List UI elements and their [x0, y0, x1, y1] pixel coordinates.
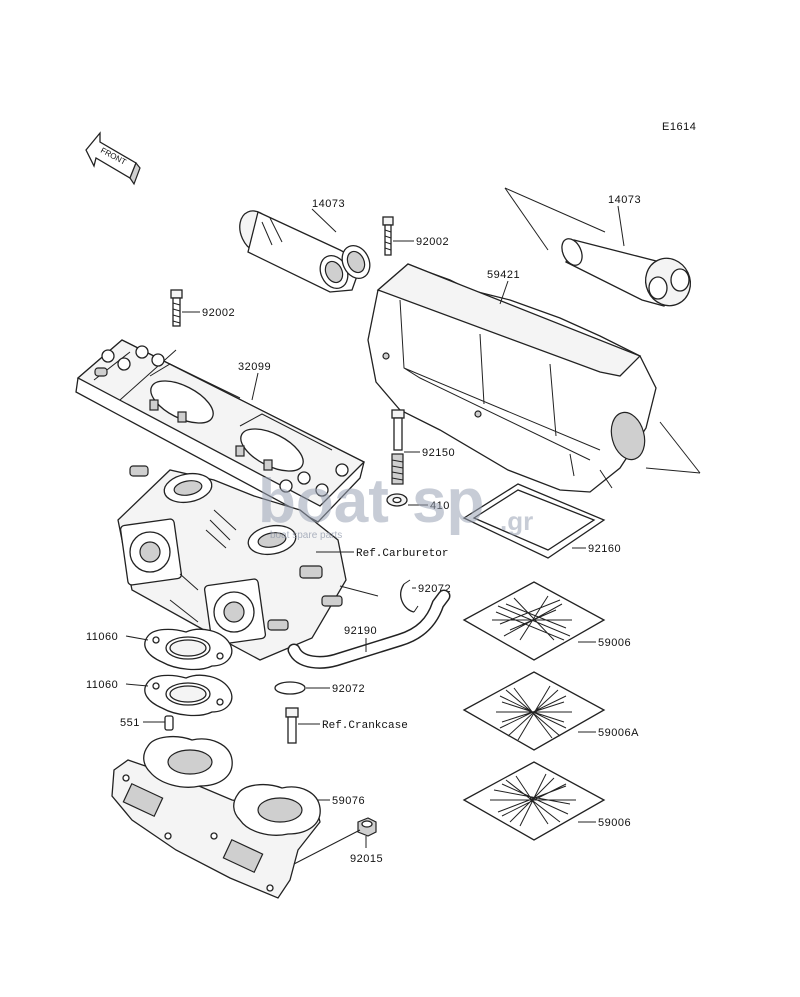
- bolt-crankcase: [285, 707, 299, 744]
- screen-59006A: [462, 671, 606, 751]
- label-32099: 32099: [238, 361, 271, 373]
- washer-410: [386, 493, 408, 507]
- ref-crankcase-label: Ref.Crankcase: [322, 720, 408, 732]
- label-14073-right: 14073: [608, 194, 641, 206]
- gasket-11060-lower: [144, 674, 233, 717]
- label-551: 551: [120, 717, 140, 729]
- label-92015: 92015: [350, 853, 383, 865]
- label-92072-b: 92072: [332, 683, 365, 695]
- label-59006-a: 59006: [598, 637, 631, 649]
- watermark-logo: boat sp .gr boat spare parts: [258, 467, 533, 541]
- gasket-92160: [462, 483, 606, 559]
- hose-92190: [287, 589, 451, 669]
- intake-pipe-right: [561, 238, 692, 307]
- bolt-92002-top: [382, 216, 394, 256]
- front-arrow-icon: FRONT: [85, 131, 141, 186]
- clamp-92072-lower: [274, 681, 306, 695]
- watermark-tagline: boat spare parts: [270, 530, 342, 541]
- screen-59006-upper: [462, 581, 606, 661]
- gasket-11060-upper: [144, 628, 233, 671]
- carburetor-assembly: [117, 465, 347, 661]
- label-11060-b: 11060: [86, 679, 118, 691]
- label-92150: 92150: [422, 447, 455, 459]
- screen-59006-lower: [462, 761, 606, 841]
- label-59006A: 59006A: [598, 727, 639, 739]
- label-59421: 59421: [487, 269, 520, 281]
- intake-manifold-59076: [111, 735, 321, 899]
- label-92002-top: 92002: [416, 236, 449, 248]
- clamp-92072-upper: [400, 579, 419, 613]
- intake-housing-59421: [367, 263, 657, 493]
- diagram-code: E1614: [662, 121, 696, 133]
- watermark-part-1: boat: [258, 467, 389, 536]
- watermark-part-2: sp: [412, 467, 484, 536]
- label-92190: 92190: [344, 625, 377, 637]
- dowel-551: [164, 715, 174, 731]
- watermark-part-3: .gr: [500, 506, 533, 536]
- label-410: 410: [430, 500, 450, 512]
- nut-92015: [357, 817, 377, 837]
- label-59006-b: 59006: [598, 817, 631, 829]
- intake-plate-32099: [75, 339, 366, 523]
- label-92002-left: 92002: [202, 307, 235, 319]
- label-11060-a: 11060: [86, 631, 118, 643]
- stud-92150: [391, 409, 405, 485]
- bolt-92002-left: [170, 289, 183, 327]
- intake-pipe-left: [239, 210, 371, 293]
- label-59076: 59076: [332, 795, 365, 807]
- ref-carburetor-label: Ref.Carburetor: [356, 548, 448, 560]
- label-92160: 92160: [588, 543, 621, 555]
- label-14073-left: 14073: [312, 198, 345, 210]
